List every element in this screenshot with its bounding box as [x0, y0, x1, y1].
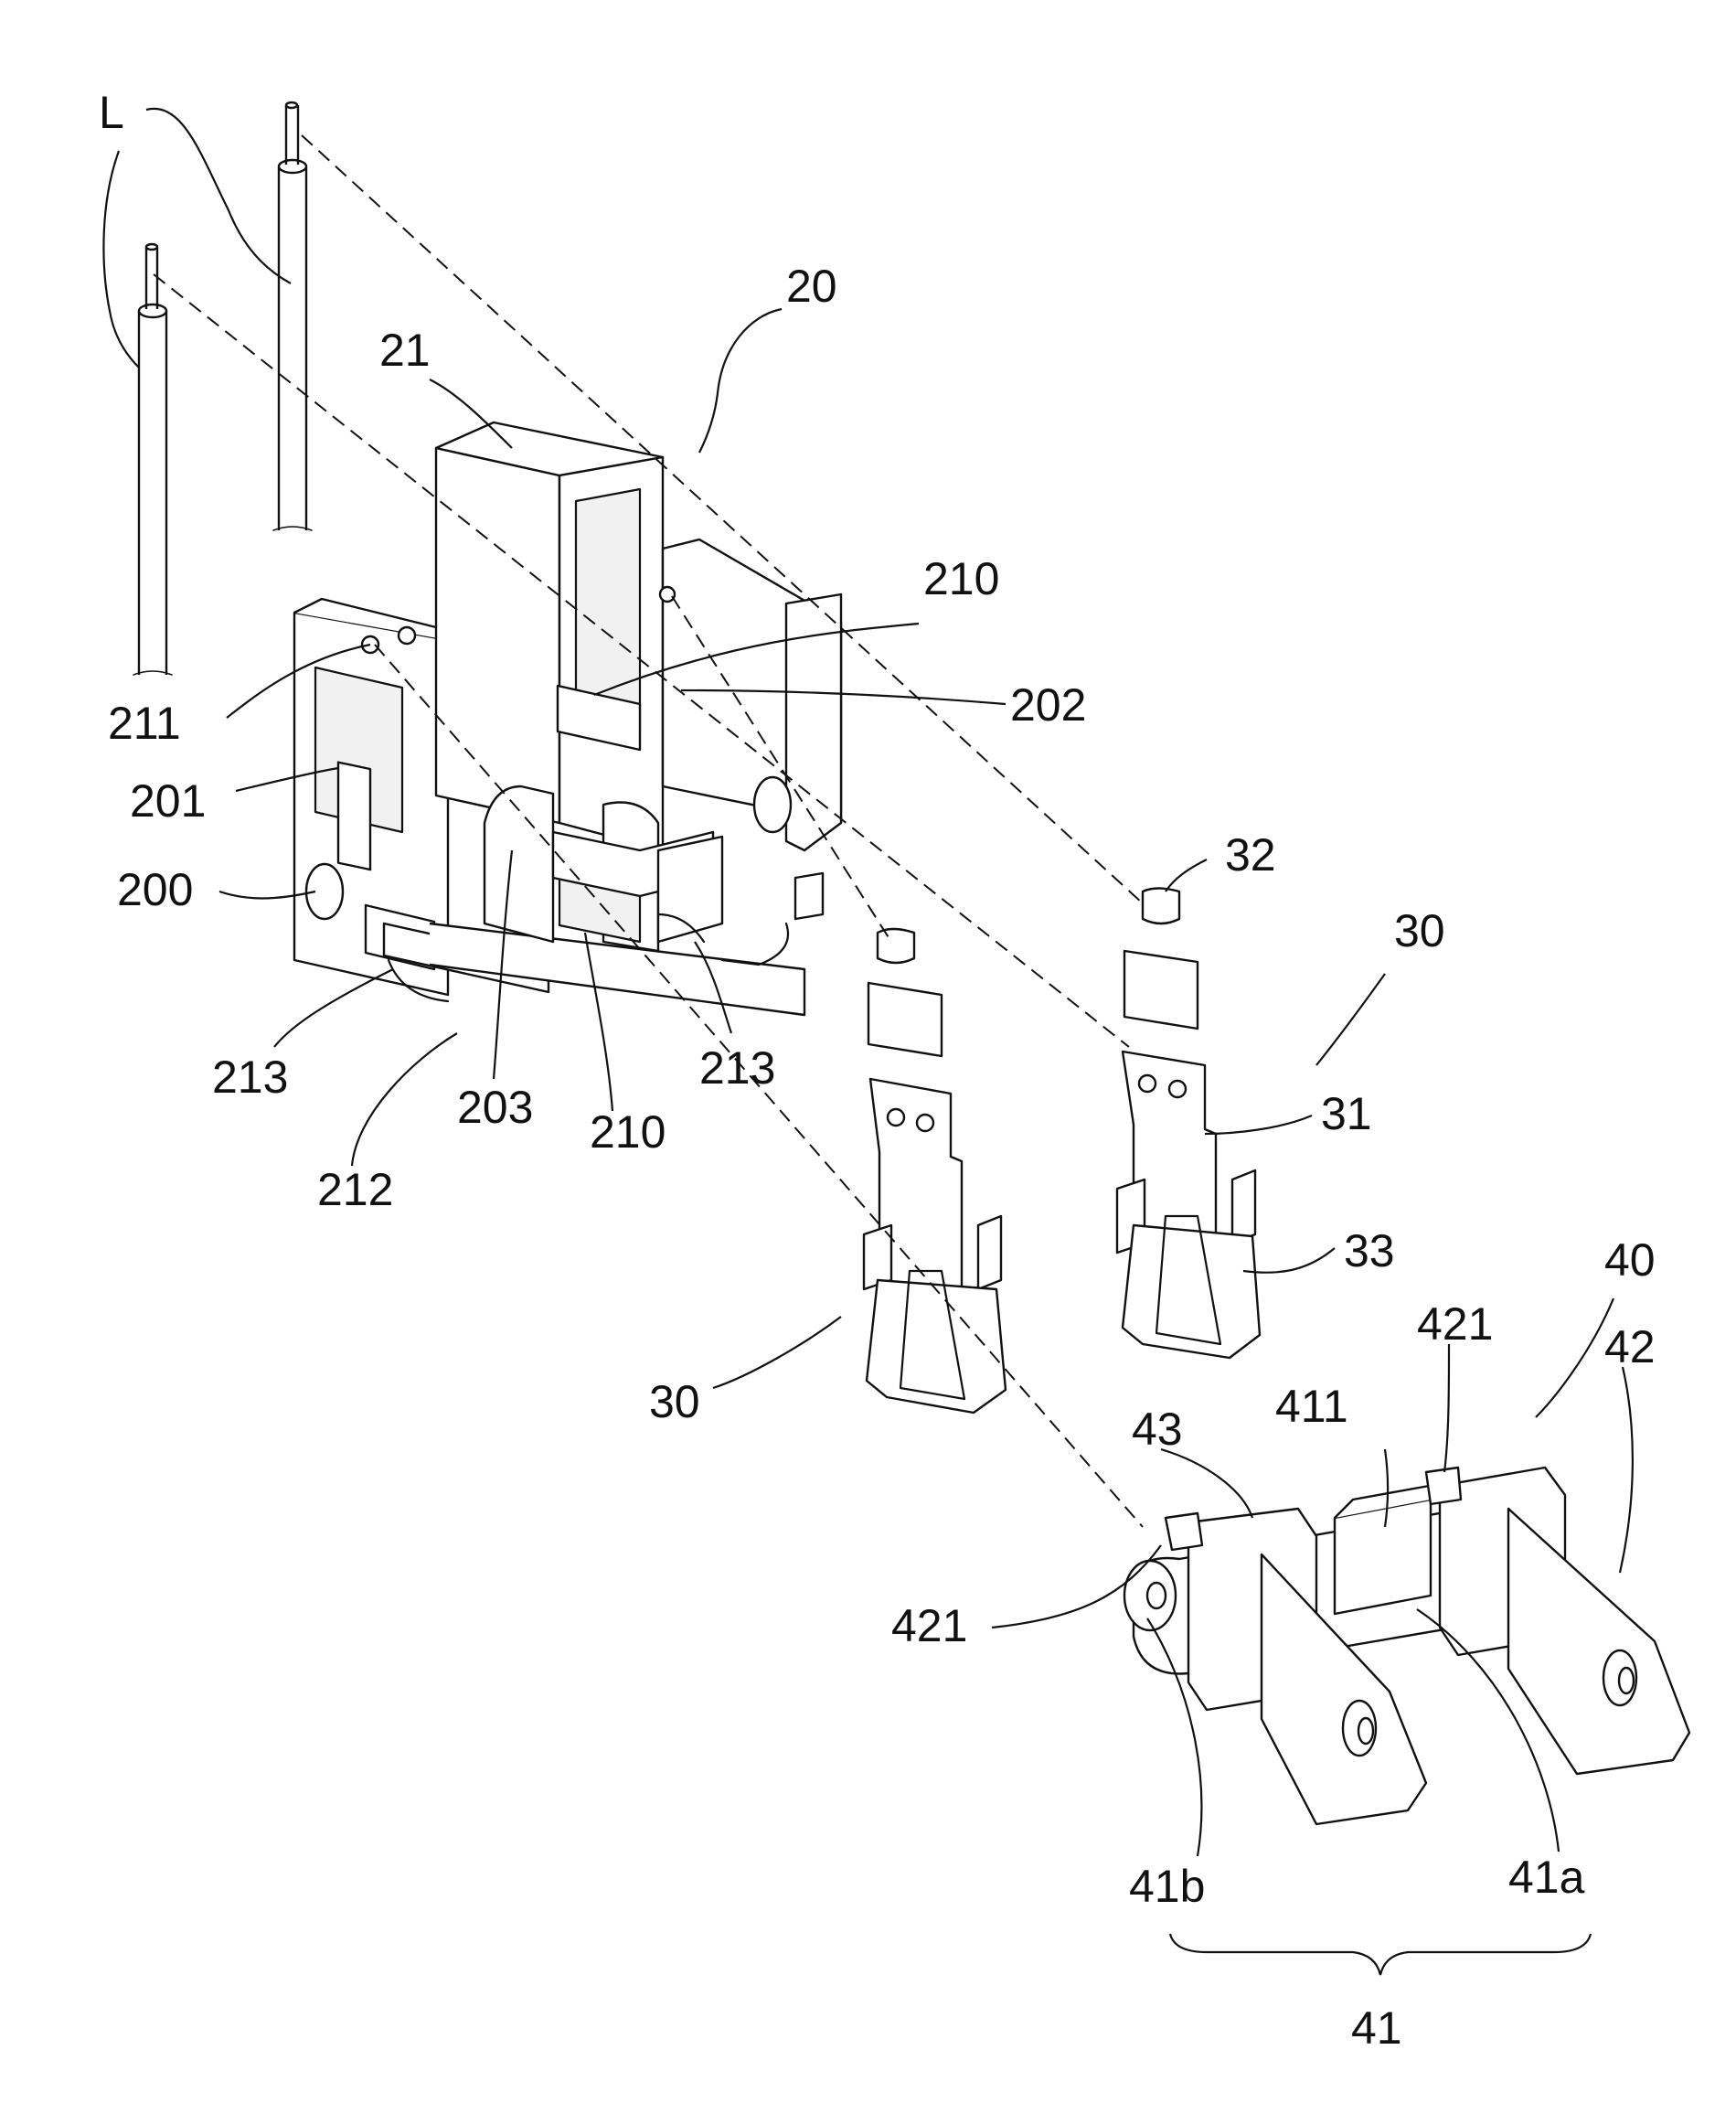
housing-20: [294, 422, 841, 1015]
label-30-right: 30: [1394, 905, 1445, 956]
label-210-top: 210: [923, 553, 999, 604]
wire-right: [273, 102, 312, 530]
label-212: 212: [317, 1164, 393, 1215]
label-L: L: [99, 87, 124, 138]
label-421-top: 421: [1417, 1298, 1493, 1350]
label-41a: 41a: [1508, 1852, 1585, 1903]
label-31: 31: [1321, 1088, 1372, 1139]
label-213-mid: 213: [699, 1042, 775, 1094]
label-41: 41: [1351, 2002, 1402, 2054]
label-42: 42: [1604, 1321, 1656, 1372]
label-41b: 41b: [1129, 1861, 1205, 1912]
label-21: 21: [379, 325, 431, 376]
label-211: 211: [108, 698, 181, 749]
label-411: 411: [1275, 1381, 1348, 1432]
label-203: 203: [457, 1082, 533, 1133]
label-33: 33: [1344, 1225, 1395, 1276]
label-43: 43: [1132, 1404, 1183, 1455]
label-202: 202: [1010, 679, 1086, 731]
terminal-30-left: [864, 929, 1006, 1413]
label-421-left: 421: [891, 1600, 967, 1651]
label-213-left: 213: [212, 1052, 288, 1103]
label-210-bottom: 210: [590, 1106, 666, 1158]
reference-labels: L 20 21 210 202 211 201 200 213 203 210 …: [99, 87, 1656, 2054]
label-201: 201: [130, 775, 206, 827]
terminal-30-right: [1117, 889, 1260, 1359]
wire-left: [133, 244, 172, 675]
label-20: 20: [786, 261, 837, 312]
label-40: 40: [1604, 1234, 1656, 1286]
label-30-left: 30: [649, 1376, 700, 1427]
contact-assembly-40: [1124, 1468, 1689, 1824]
label-32: 32: [1225, 829, 1276, 881]
label-200: 200: [117, 864, 193, 915]
